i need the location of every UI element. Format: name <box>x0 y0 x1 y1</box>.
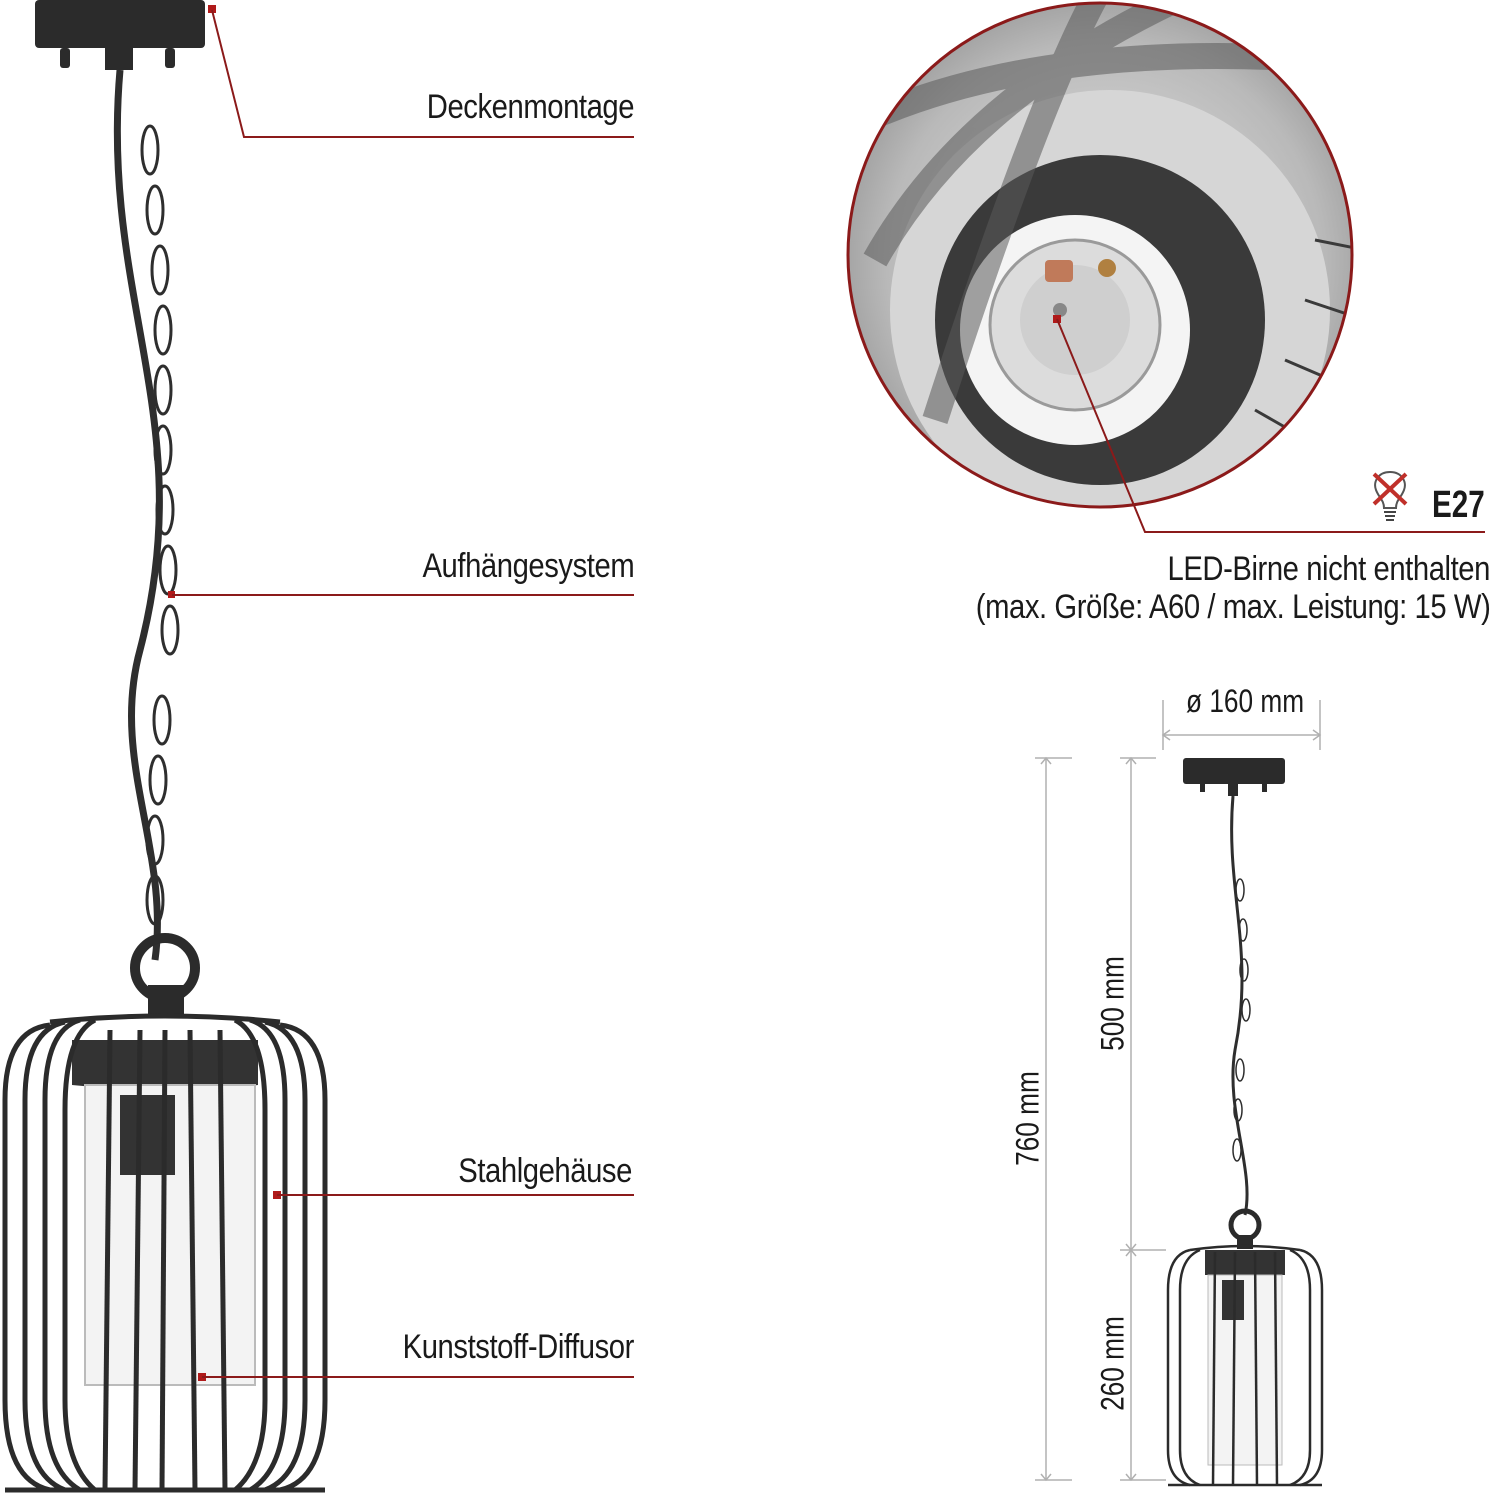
label-diffuser: Kunststoff-Diffusor <box>402 1328 635 1366</box>
callout-line-ceiling-mount <box>208 5 634 138</box>
callout-line-diffuser <box>198 1373 634 1381</box>
label-suspension: Aufhängesystem <box>422 547 634 585</box>
callout-line-suspension <box>168 591 634 598</box>
dimension-diameter: ø 160 mm <box>1186 683 1305 719</box>
label-ceiling-mount: Deckenmontage <box>426 88 635 126</box>
label-steel-housing: Stahlgehäuse <box>458 1152 632 1190</box>
dimension-total-height: 760 mm <box>1009 1071 1046 1166</box>
bulb-not-included-icon <box>1372 470 1408 521</box>
bulb-note-line1: LED-Birne nicht enthalten <box>1167 550 1491 588</box>
pendant-lamp-illustration <box>2 0 328 1493</box>
callout-line-socket <box>1053 315 1485 533</box>
dimension-chain-length: 500 mm <box>1094 956 1131 1051</box>
bulb-note-line2: (max. Größe: A60 / max. Leistung: 15 W) <box>975 588 1490 626</box>
dimension-body-height: 260 mm <box>1094 1316 1131 1411</box>
socket-detail-closeup <box>846 1 1354 509</box>
callout-line-steel-housing <box>273 1191 634 1199</box>
dimension-drawing <box>1035 700 1324 1487</box>
socket-type-label: E27 <box>1432 484 1485 526</box>
